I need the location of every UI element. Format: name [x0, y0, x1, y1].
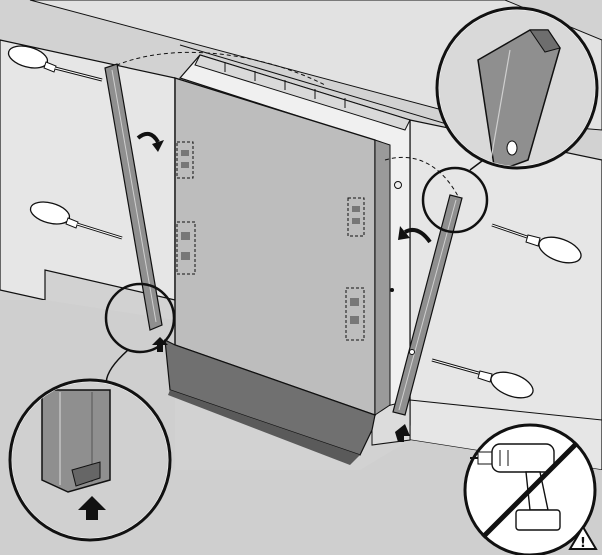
warning-icon: ! — [568, 525, 598, 551]
screwdriver-icon — [431, 358, 534, 399]
up-arrow-icon — [395, 424, 410, 442]
screwdriver-icon — [29, 201, 123, 240]
drill-icon — [470, 443, 561, 531]
prohibition-icon — [481, 441, 579, 539]
guide-lines — [109, 51, 461, 201]
screwdriver-icon — [491, 223, 582, 264]
detail-strip-top — [435, 6, 599, 170]
curved-arrow-icon — [398, 226, 432, 244]
warning-symbol: ! — [580, 536, 586, 551]
plinth-shield — [164, 338, 376, 465]
magnifier-circle-icon — [104, 282, 176, 354]
screwdriver-icon — [7, 45, 103, 82]
magnifier-circle-icon — [421, 166, 489, 234]
door-panel — [174, 77, 391, 416]
detail-no-drill — [463, 423, 597, 555]
right-side-strip — [392, 194, 463, 416]
curved-arrow-icon — [136, 131, 164, 152]
left-side-strip — [104, 63, 163, 331]
detail-strip-bottom — [8, 378, 172, 542]
